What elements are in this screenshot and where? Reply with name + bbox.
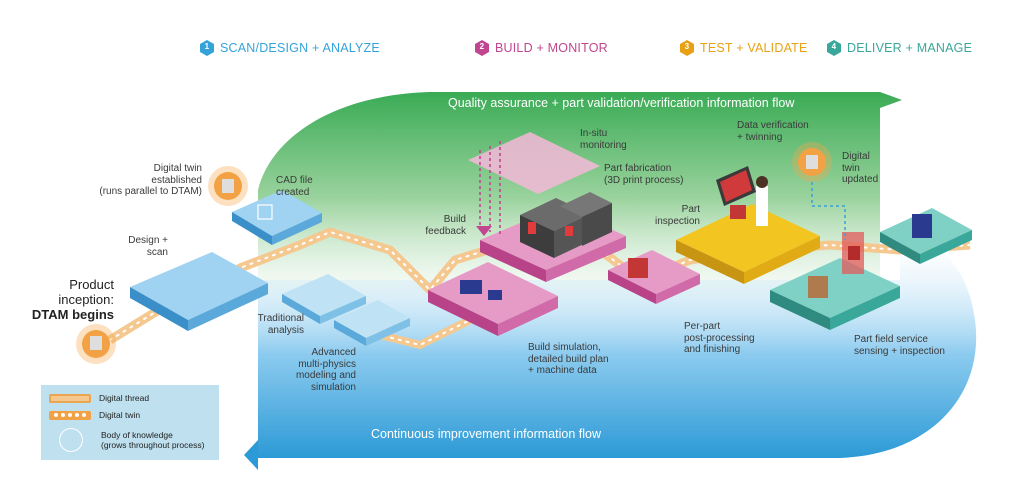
data-verification-label: Data verification+ twinning (737, 120, 809, 143)
phase-2: 2 BUILD + MONITOR (475, 40, 608, 56)
per-part-platform (608, 250, 700, 304)
cube-icon: 2 (475, 40, 489, 56)
phase-2-label: BUILD + MONITOR (495, 41, 608, 55)
phase-4-label: DELIVER + MANAGE (847, 41, 973, 55)
cube-icon: 4 (827, 40, 841, 56)
deliver-platform-left (770, 232, 900, 330)
deliver-platform-right (880, 208, 972, 264)
product-inception-title: Product inception: DTAM begins (31, 277, 114, 322)
twin-circle-updated (792, 142, 846, 240)
phase-1: 1 SCAN/DESIGN + ANALYZE (200, 40, 380, 56)
build-sim-label: Build simulation,detailed build plan+ ma… (528, 342, 609, 376)
phase-3: 3 TEST + VALIDATE (680, 40, 808, 56)
fabrication-platform (480, 192, 626, 282)
improvement-flow-title: Continuous improvement information flow (371, 427, 601, 441)
traditional-platform (282, 274, 366, 324)
build-sim-platform (428, 262, 558, 336)
thread-swatch (49, 393, 91, 403)
insitu-panel (468, 132, 600, 236)
legend: Digital thread Digital twin Body of know… (41, 385, 219, 460)
twin-swatch (49, 410, 91, 420)
legend-thread: Digital thread (49, 393, 149, 403)
phase-4: 4 DELIVER + MANAGE (827, 40, 972, 56)
design-scan-label: Design +scan (128, 235, 168, 258)
twin-circle-established (208, 166, 248, 206)
phase-3-label: TEST + VALIDATE (700, 41, 808, 55)
body-of-knowledge-icon (59, 428, 83, 452)
cube-icon: 3 (680, 40, 694, 56)
twin-circle-inception (76, 324, 116, 364)
qa-flow-title: Quality assurance + part validation/veri… (448, 96, 795, 110)
fabrication-label: Part fabrication(3D print process) (604, 163, 684, 186)
legend-bok: Body of knowledge(grows throughout proce… (49, 428, 204, 452)
phase-1-label: SCAN/DESIGN + ANALYZE (220, 41, 380, 55)
cube-icon: 1 (200, 40, 214, 56)
advanced-platform (334, 300, 410, 346)
design-scan-platform (130, 252, 268, 331)
inspection-platform (676, 166, 820, 284)
cad-platform (232, 190, 322, 245)
legend-twin: Digital twin (49, 410, 140, 420)
